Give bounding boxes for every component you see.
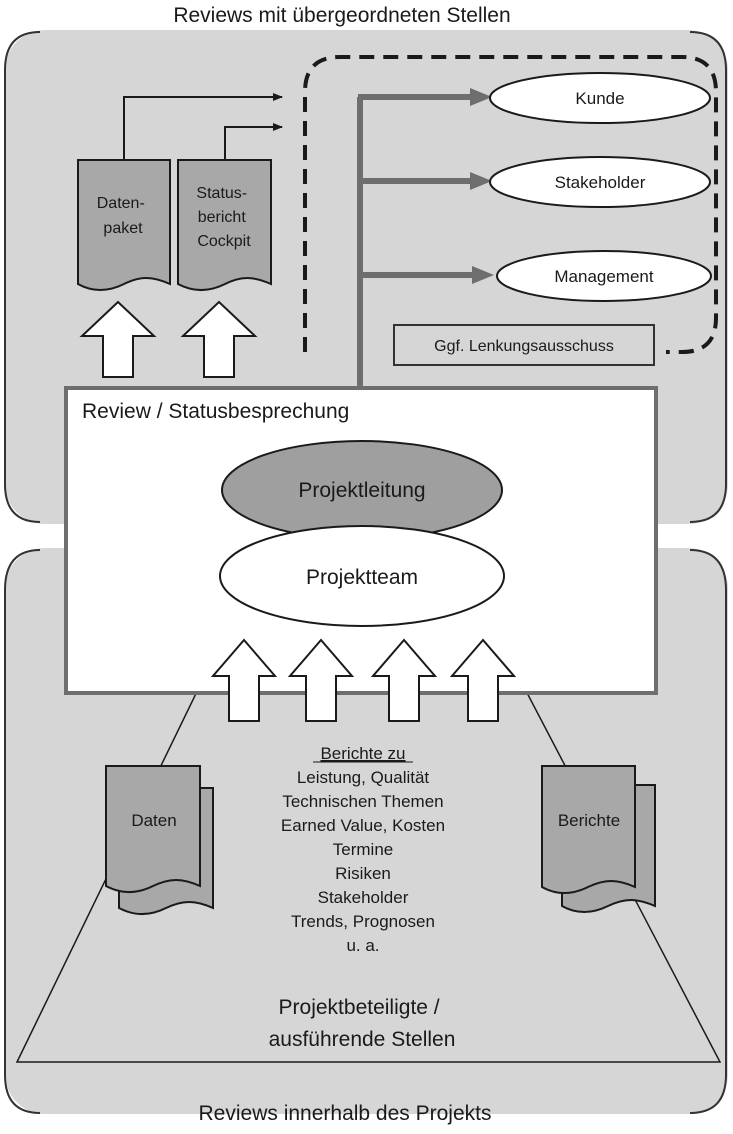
report-item: Trends, Prognosen — [291, 912, 435, 931]
projektteam-ellipse: Projektteam — [219, 525, 505, 627]
report-item: Leistung, Qualität — [297, 768, 430, 787]
statusbericht-document: Status- bericht Cockpit — [177, 159, 272, 291]
report-item: Termine — [333, 840, 393, 859]
upward-arrows-bottom — [210, 638, 517, 722]
recipient-arrows — [357, 88, 494, 390]
datenpaket-document: Daten- paket — [77, 159, 171, 291]
berichte-document: Berichte — [541, 765, 656, 913]
reports-list: Berichte zu Leistung, Qualität Technisch… — [281, 744, 445, 955]
recipient-management-label: Management — [554, 267, 654, 286]
recipient-stakeholder: Stakeholder — [489, 156, 711, 208]
report-item: Technischen Themen — [282, 792, 443, 811]
section-brackets — [4, 31, 727, 1114]
report-item: Earned Value, Kosten — [281, 816, 445, 835]
upward-arrows-top — [79, 300, 258, 378]
steering-committee-box: Ggf. Lenkungsausschuss — [393, 324, 655, 366]
daten-label: Daten — [131, 811, 176, 830]
top-section-title: Reviews mit übergeordneten Stellen — [173, 4, 510, 27]
participants-label: Projektbeteiligte / ausführende Stellen — [269, 996, 456, 1051]
bottom-section-title: Reviews innerhalb des Projekts — [199, 1102, 492, 1125]
statusbericht-label: Status- bericht Cockpit — [196, 185, 251, 250]
recipient-kunde: Kunde — [489, 72, 711, 124]
report-item: u. a. — [346, 936, 379, 955]
report-item: Risiken — [335, 864, 391, 883]
projektteam-label: Projektteam — [306, 566, 418, 589]
berichte-label: Berichte — [558, 811, 620, 830]
reports-heading: Berichte zu — [320, 744, 405, 763]
recipient-management: Management — [496, 250, 712, 302]
datenpaket-label: Daten- paket — [97, 195, 149, 237]
document-arrows — [123, 93, 283, 162]
projektleitung-label: Projektleitung — [298, 479, 425, 502]
review-box-title: Review / Statusbesprechung — [82, 400, 349, 423]
projektleitung-ellipse: Projektleitung — [221, 440, 503, 540]
steering-committee-label: Ggf. Lenkungsausschuss — [434, 338, 614, 355]
recipients-boundary — [303, 55, 718, 354]
recipient-kunde-label: Kunde — [575, 89, 624, 108]
daten-document: Daten — [105, 765, 214, 915]
report-item: Stakeholder — [318, 888, 409, 907]
recipient-stakeholder-label: Stakeholder — [555, 173, 646, 192]
